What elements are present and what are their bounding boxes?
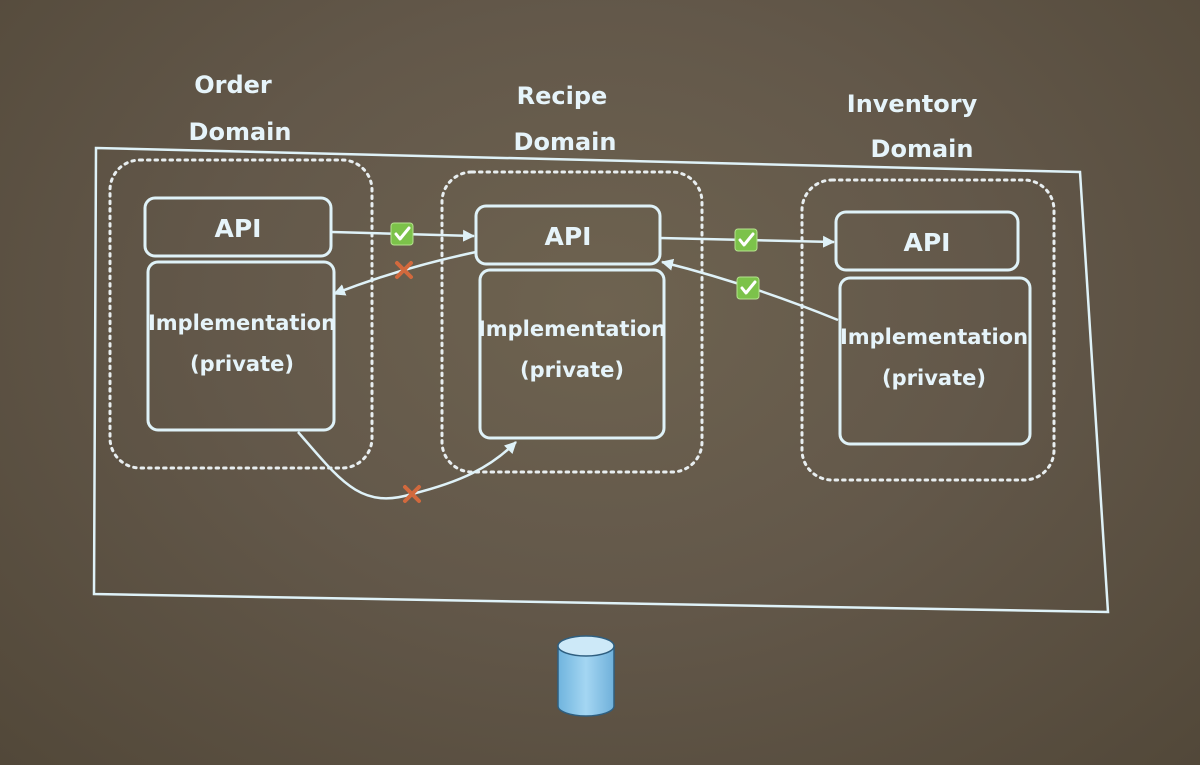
inventory-implementation-label: Implementation <box>840 325 1028 349</box>
recipe-domain-subtitle: Domain <box>514 128 617 156</box>
inventory-implementation-visibility: (private) <box>882 366 986 390</box>
inventory-domain-title: Inventory <box>847 90 978 118</box>
recipe-domain-title: Recipe <box>517 82 608 110</box>
inventory-domain-boundary <box>800 178 1056 482</box>
cross-icon <box>403 485 421 503</box>
order-domain: Order Domain API Implementation (private… <box>108 71 374 470</box>
order-domain-boundary <box>108 158 374 470</box>
order-api-box <box>143 196 333 258</box>
recipe-domain: Recipe Domain API Implementation (privat… <box>440 82 704 474</box>
inventory-domain: Inventory Domain API Implementation (pri… <box>800 90 1056 482</box>
monolith-boundary <box>92 146 1110 614</box>
recipe-api-box <box>474 204 662 266</box>
order-domain-subtitle: Domain <box>189 118 292 146</box>
order-implementation-label: Implementation <box>148 311 336 335</box>
order-implementation-box <box>146 260 336 432</box>
order-domain-title: Order <box>194 71 272 99</box>
inventory-implementation-box <box>838 276 1032 446</box>
recipe-implementation-visibility: (private) <box>520 358 624 382</box>
order-api-label: API <box>215 214 262 243</box>
check-icon <box>734 228 758 252</box>
recipe-implementation-label: Implementation <box>478 317 666 341</box>
inventory-api-box <box>834 210 1020 272</box>
order-implementation-visibility: (private) <box>190 352 294 376</box>
cross-icon <box>395 261 413 279</box>
recipe-implementation-box <box>478 268 666 440</box>
check-icon <box>390 222 414 246</box>
recipe-api-label: API <box>545 222 592 251</box>
check-icon <box>736 276 760 300</box>
database-icon <box>557 635 615 717</box>
inventory-api-label: API <box>904 228 951 257</box>
recipe-domain-boundary <box>440 170 704 474</box>
inventory-domain-subtitle: Domain <box>871 135 974 163</box>
